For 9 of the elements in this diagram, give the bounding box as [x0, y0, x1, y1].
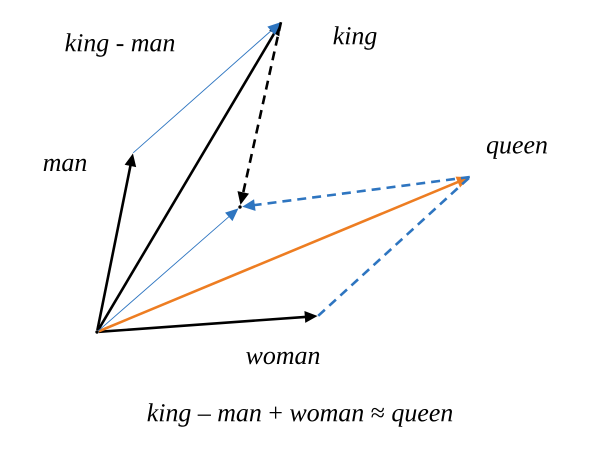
vector-label: king	[333, 26, 377, 50]
vector-point	[238, 205, 242, 209]
vector-label: queen	[486, 141, 547, 159]
vector-label: man	[44, 158, 86, 172]
caption: king – man + woman ≈ queen	[148, 403, 452, 427]
vector-point	[95, 330, 99, 334]
dashed-line	[317, 176, 471, 317]
edge-label: king - man	[65, 33, 174, 57]
vector-label: woman	[246, 352, 320, 364]
